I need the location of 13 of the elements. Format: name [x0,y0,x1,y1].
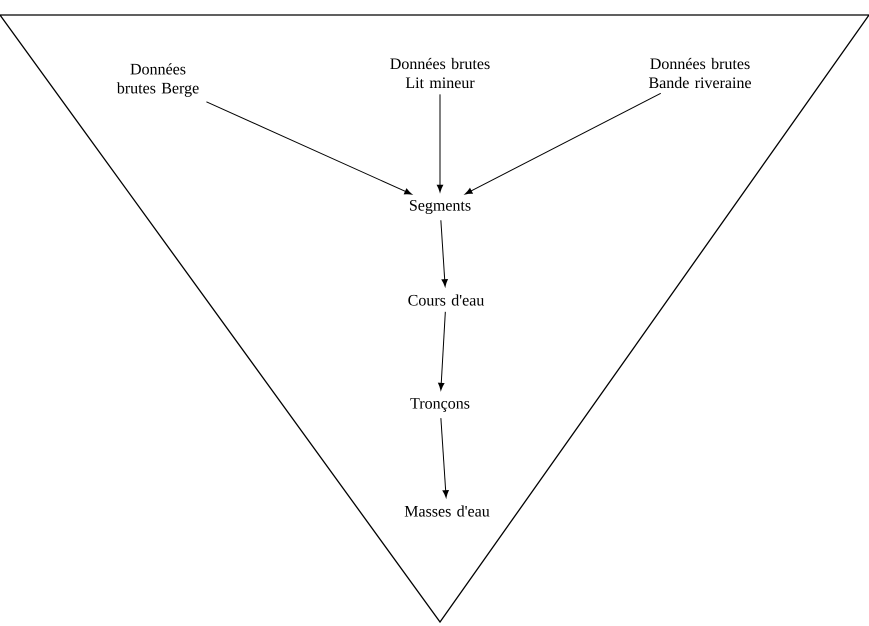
arrow [464,92,662,194]
text-label: Données brutes Bande riveraine [648,58,751,88]
text-label: Données brutes Berge [116,63,199,97]
arrow [440,418,449,498]
arrow [436,94,444,192]
arrow [206,101,412,195]
arrow [438,311,446,390]
text-label: Cours d'eau [408,294,484,306]
text-label: Masses d'eau [404,505,490,517]
text-label: Segments [410,200,471,214]
text-label: Tronçons [410,398,470,412]
text-label: Données brutes Lit mineur [390,58,490,88]
arrow [440,220,448,287]
